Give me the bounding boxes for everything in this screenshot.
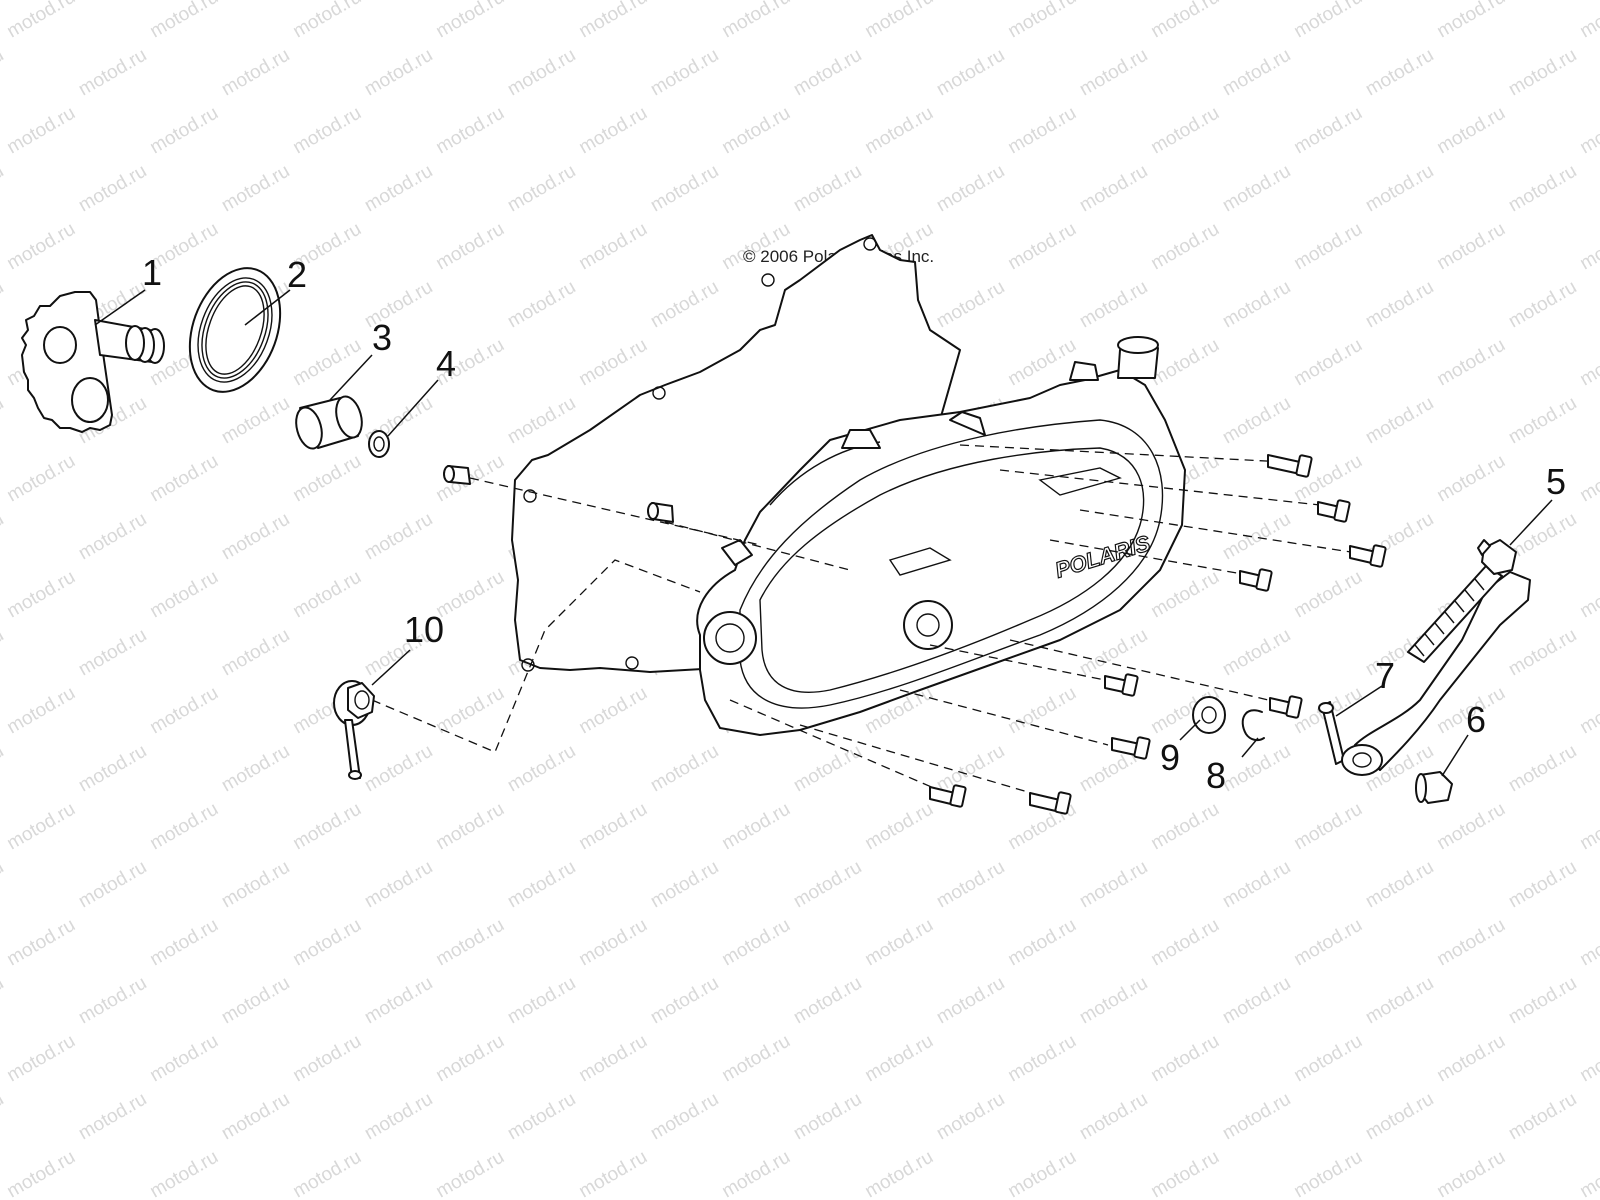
callout-10: 10 bbox=[404, 609, 444, 650]
cap-icon bbox=[1415, 771, 1453, 804]
bolt-icon bbox=[1349, 544, 1387, 568]
dowel-pins bbox=[443, 465, 674, 523]
callout-5: 5 bbox=[1546, 461, 1566, 502]
transmission-cover: POLARIS bbox=[696, 336, 1186, 736]
assembly-lines bbox=[371, 444, 1371, 801]
cover-bolts bbox=[929, 454, 1387, 815]
dowel-pin-icon bbox=[443, 465, 471, 485]
bolt-icon bbox=[1269, 695, 1303, 719]
kick-start-gear-shaft-icon bbox=[21, 291, 165, 433]
callout-7: 7 bbox=[1375, 655, 1395, 696]
bolt-icon bbox=[1111, 736, 1151, 760]
callout-2: 2 bbox=[287, 254, 307, 295]
spring-icon bbox=[188, 267, 282, 393]
clip-icon bbox=[1241, 709, 1265, 742]
bolt-icon bbox=[1104, 673, 1139, 697]
washer-icon bbox=[368, 430, 390, 458]
callout-4: 4 bbox=[436, 343, 456, 384]
bolt-icon bbox=[1029, 791, 1072, 815]
callout-9: 9 bbox=[1160, 737, 1180, 778]
washer-icon bbox=[1192, 696, 1226, 734]
callout-1: 1 bbox=[142, 252, 162, 293]
bolt-icon bbox=[1318, 701, 1345, 765]
callout-3: 3 bbox=[372, 317, 392, 358]
callout-6: 6 bbox=[1466, 699, 1486, 740]
bolt-icon bbox=[1317, 499, 1351, 523]
dowel-pin-icon bbox=[647, 502, 674, 523]
bushing-icon bbox=[295, 395, 363, 450]
bolt-icon bbox=[1239, 568, 1273, 592]
bolt-icon bbox=[929, 784, 967, 808]
callout-8: 8 bbox=[1206, 755, 1226, 796]
callout-leaders bbox=[94, 289, 1553, 777]
callout-labels: 1 2 3 4 5 6 7 8 9 10 bbox=[142, 252, 1566, 796]
pinion-gear-icon bbox=[333, 680, 375, 780]
bolt-icon bbox=[1267, 454, 1313, 478]
kick-start-lever-icon bbox=[1341, 539, 1531, 776]
